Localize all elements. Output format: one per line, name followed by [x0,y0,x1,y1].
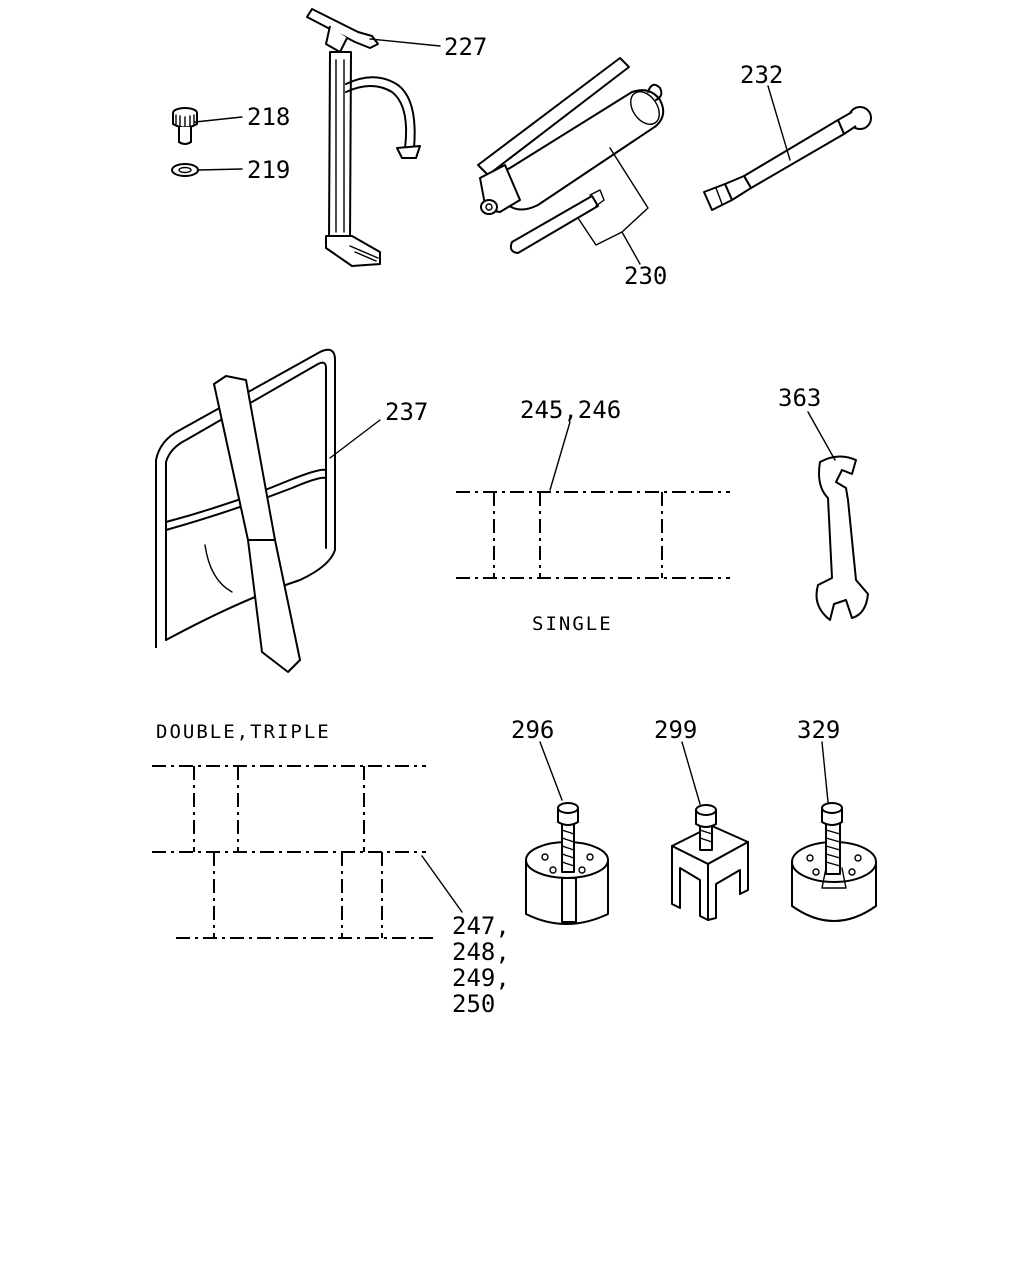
leader-237 [329,419,381,459]
puller-296-drawing [525,802,609,925]
grease-gun-drawing [477,57,665,254]
label-296: 296 [511,716,554,744]
label-249: 249, [452,964,510,992]
leader-296 [539,741,563,801]
label-248: 248, [452,938,510,966]
valve-extension-drawing [703,106,872,211]
label-232: 232 [740,61,783,89]
leader-247-250 [421,855,463,913]
label-329: 329 [797,716,840,744]
label-230: 230 [624,262,667,290]
valve-cap-drawing [172,107,198,145]
leader-230-a [609,147,649,233]
label-363: 363 [778,384,821,412]
washer-drawing [171,163,199,177]
label-219: 219 [247,156,290,184]
label-250: 250 [452,990,495,1018]
double-triple-chain-drawing [152,765,436,939]
label-299: 299 [654,716,697,744]
tool-bag-drawing [155,348,336,673]
leader-299 [681,741,701,805]
leader-363 [807,411,836,461]
label-245-246: 245,246 [520,396,621,424]
tire-pump-drawing [306,8,421,267]
label-218: 218 [247,103,290,131]
leader-227 [369,38,441,47]
label-237: 237 [385,398,428,426]
leader-329 [821,741,829,803]
puller-299-drawing [671,804,749,921]
leader-232 [767,85,791,161]
caption-single: SINGLE [532,613,613,635]
label-227: 227 [444,33,487,61]
single-chain-drawing [456,491,730,579]
wrench-drawing [815,455,869,621]
leader-245-246 [549,421,571,491]
caption-double-triple: DOUBLE,TRIPLE [156,721,331,743]
label-247: 247, [452,912,510,940]
puller-329-drawing [791,802,877,922]
leader-230-b [577,217,641,265]
leader-218 [194,116,243,123]
leader-219 [197,168,243,171]
